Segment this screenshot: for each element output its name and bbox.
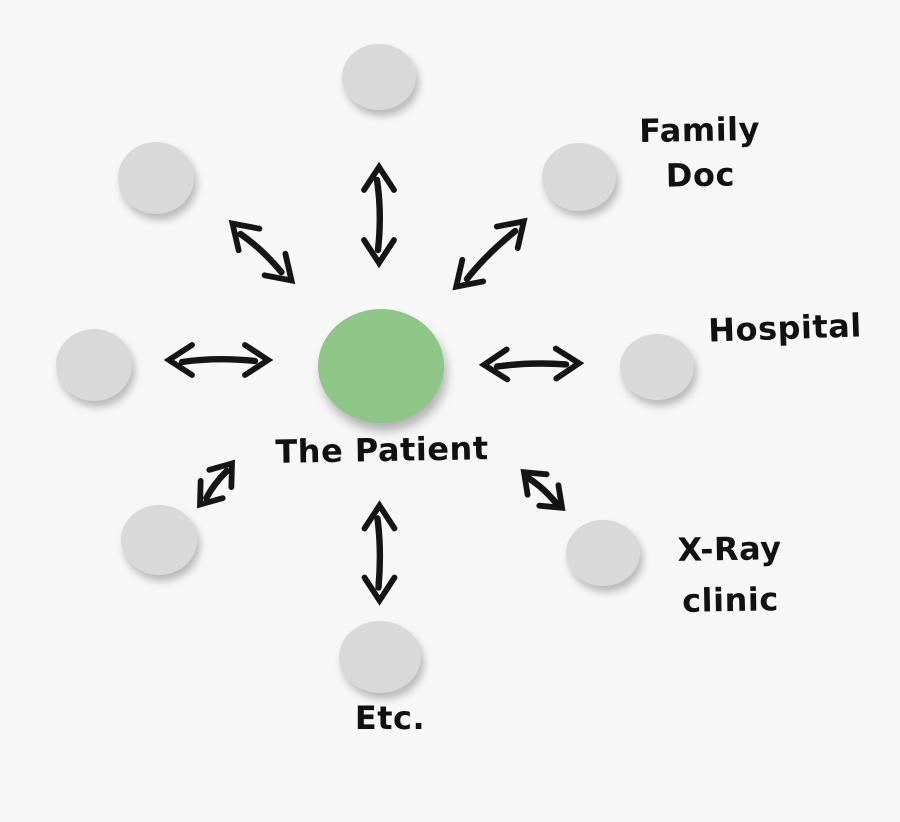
double-arrow-icon (361, 500, 398, 606)
node-circle-top-left (118, 142, 194, 214)
label-xray-clinic-line2: clinic (681, 580, 780, 621)
label-the-patient-text: The Patient (275, 429, 489, 471)
double-arrow-icon (163, 342, 274, 378)
double-arrow-xray-clinic (503, 451, 583, 530)
label-family-doc-line1: Family (638, 109, 761, 151)
node-circle-hospital (620, 334, 694, 400)
double-arrow-icon (196, 459, 236, 509)
double-arrow-top (357, 158, 401, 272)
label-etc-text: Etc. (354, 699, 426, 737)
node-circle-top (342, 44, 416, 110)
double-arrow-family-doc (434, 199, 545, 308)
double-arrow-bottom-left (177, 443, 255, 525)
node-circle-bottom-left (121, 505, 197, 575)
node-circle-xray-clinic (566, 520, 640, 586)
node-circle-family-doc (542, 143, 616, 211)
label-family-doc-line2: Doc (665, 155, 736, 196)
double-arrow-top-left (211, 201, 313, 302)
node-circle-etc (339, 621, 421, 693)
label-hospital-text: Hospital (707, 306, 863, 350)
label-xray-clinic: X-Ray clinic (654, 523, 806, 628)
label-family-doc: Family Doc (614, 107, 786, 201)
double-arrow-icon (452, 217, 528, 291)
double-arrow-bottom (358, 497, 402, 610)
center-node-patient (318, 309, 444, 423)
label-hospital: Hospital (694, 303, 875, 355)
double-arrow-icon (228, 219, 296, 285)
label-etc: Etc. (340, 696, 440, 741)
double-arrow-hospital (475, 341, 589, 387)
label-the-patient: The Patient (272, 426, 493, 475)
double-arrow-left (160, 338, 277, 382)
double-arrow-icon (478, 345, 585, 383)
double-arrow-icon (520, 469, 566, 511)
label-xray-clinic-line1: X-Ray (677, 529, 782, 569)
double-arrow-icon (361, 161, 397, 269)
node-circle-left (56, 329, 132, 401)
